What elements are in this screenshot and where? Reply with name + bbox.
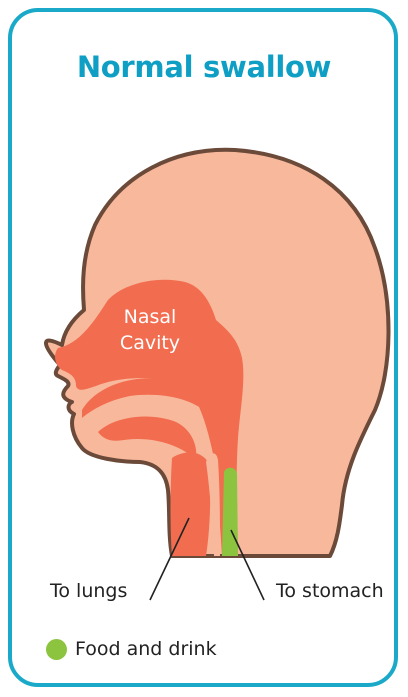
to-lungs-label: To lungs — [50, 580, 127, 602]
nasal-label-line2: Cavity — [110, 330, 190, 356]
nasal-label-line1: Nasal — [110, 304, 190, 330]
food-legend-label: Food and drink — [75, 638, 217, 660]
nasal-cavity-label: Nasal Cavity — [110, 304, 190, 356]
food-legend-swatch — [46, 639, 67, 660]
food-path — [222, 468, 238, 556]
legend: Food and drink — [46, 638, 217, 660]
trachea — [171, 452, 211, 556]
to-stomach-label: To stomach — [276, 580, 384, 602]
